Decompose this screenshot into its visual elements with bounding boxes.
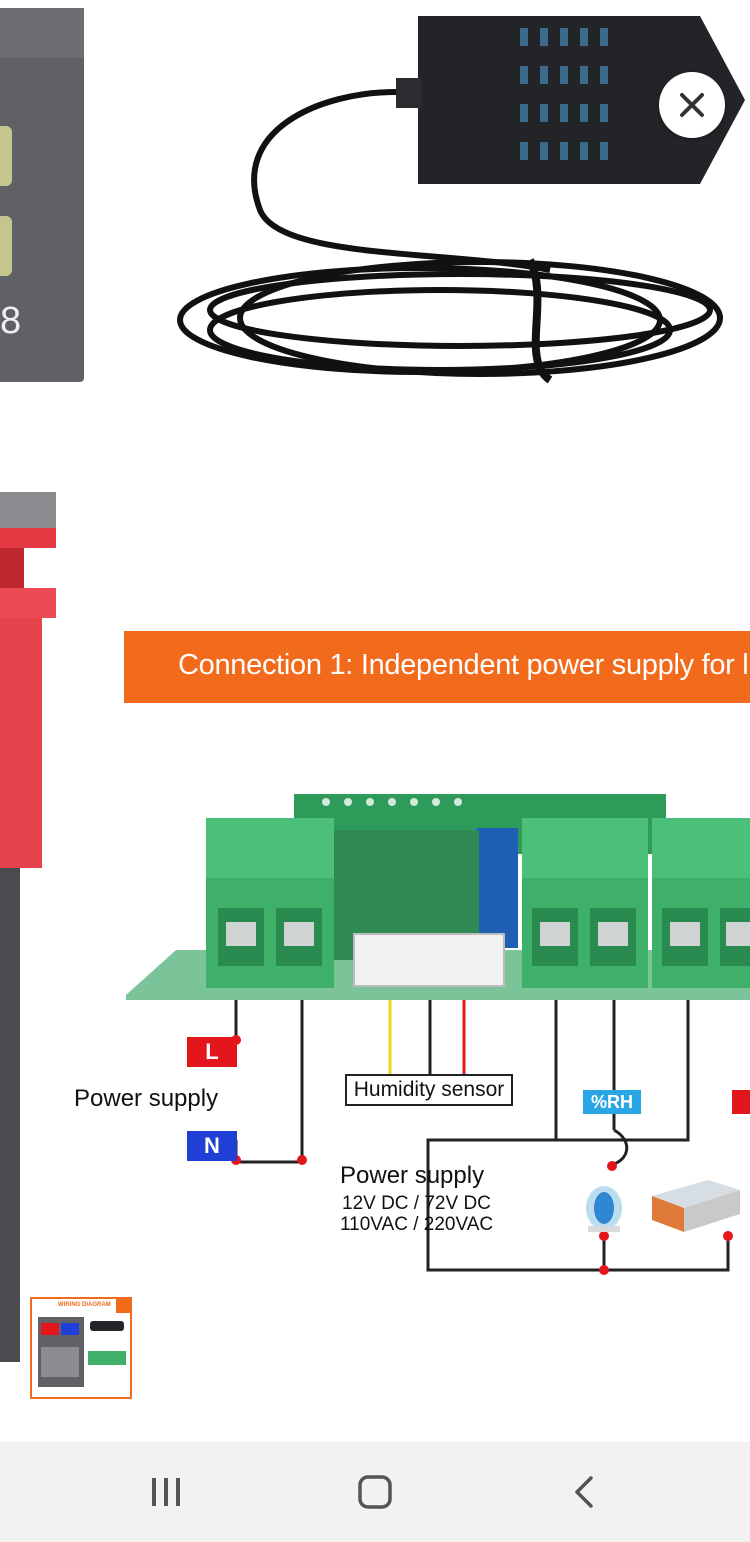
home-icon <box>358 1475 392 1509</box>
live-label: L <box>187 1037 237 1067</box>
rh-label: %RH <box>583 1090 641 1114</box>
connection-banner: Connection 1: Independent power supply f… <box>124 631 750 703</box>
thumbnail-wiring-diagram[interactable]: WIRING DIAGRAM <box>30 1297 132 1399</box>
controller-side-view <box>0 492 56 1362</box>
humidifier-icon <box>586 1186 622 1232</box>
voltage-line-2: 110VAC / 220VAC <box>340 1214 494 1235</box>
home-button[interactable] <box>345 1462 405 1522</box>
voltage-line-1: 12V DC / 72V DC <box>342 1193 491 1214</box>
recents-button[interactable] <box>136 1462 196 1522</box>
close-button[interactable] <box>659 72 725 138</box>
wiring-lines <box>231 1000 733 1275</box>
thumbnail-title: WIRING DIAGRAM <box>58 1302 111 1308</box>
back-icon <box>575 1476 593 1508</box>
controller-button <box>0 216 12 276</box>
neutral-label: N <box>187 1131 237 1161</box>
humidity-sensor-label: Humidity sensor <box>345 1074 513 1106</box>
controller-unit: 8 <box>0 8 84 382</box>
live-label-partial <box>732 1090 750 1114</box>
freezer-icon <box>652 1180 740 1232</box>
power-supply-right-label: Power supply <box>340 1162 485 1189</box>
banner-text: Connection 1: Independent power supply f… <box>178 649 749 681</box>
terminal-board-illustration <box>126 794 750 1000</box>
recents-icon <box>152 1478 180 1506</box>
controller-digit: 8 <box>0 300 22 342</box>
controller-button <box>0 126 12 186</box>
back-button[interactable] <box>555 1462 615 1522</box>
system-navigation-bar <box>0 1442 750 1542</box>
product-image-viewer[interactable]: 8 Connection 1: <box>0 0 750 1442</box>
humidity-probe-illustration <box>177 16 745 384</box>
power-supply-left-label: Power supply <box>74 1085 219 1112</box>
close-icon <box>680 93 704 117</box>
